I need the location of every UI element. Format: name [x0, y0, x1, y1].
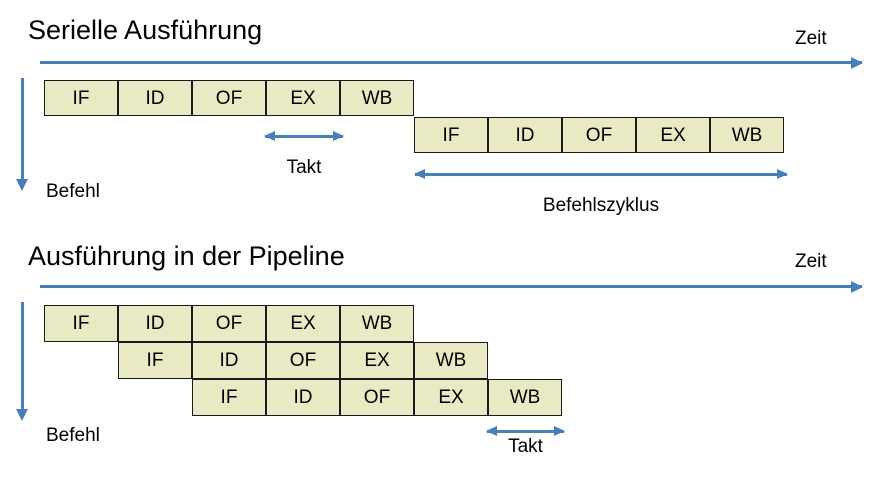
pipeline-stage-box: ID [118, 80, 192, 116]
page-title-serial: Serielle Ausführung [28, 15, 263, 45]
befehlszyklus-measure-label: Befehlszyklus [542, 195, 660, 216]
takt-measure-arrow-serial [264, 131, 344, 141]
takt-measure-arrow-pipeline [486, 426, 565, 436]
pipeline-stage-box: IF [44, 80, 118, 116]
pipeline-stage-box: EX [266, 80, 340, 116]
pipeline-stage-box: OF [266, 342, 340, 379]
pipeline-stage-box: IF [118, 342, 192, 379]
pipeline-stage-box: IF [192, 379, 266, 416]
pipeline-stage-box: ID [118, 305, 192, 342]
pipeline-stage-box: OF [340, 379, 414, 416]
pipeline-stage-box: ID [266, 379, 340, 416]
pipeline-stage-box: IF [414, 117, 488, 153]
pipeline-stage-box: WB [488, 379, 562, 416]
time-axis-label-pipeline: Zeit [795, 251, 827, 272]
pipeline-stage-box: OF [192, 80, 266, 116]
time-axis-label-serial: Zeit [795, 28, 827, 49]
pipeline-stage-box: EX [340, 342, 414, 379]
takt-measure-label-serial: Takt [286, 157, 322, 178]
pipeline-stage-box: IF [44, 305, 118, 342]
pipeline-stage-box: WB [340, 305, 414, 342]
instruction-axis-label-pipeline: Befehl [46, 425, 100, 446]
pipeline-stage-box: WB [340, 80, 414, 116]
pipeline-stage-box: ID [192, 342, 266, 379]
instruction-axis-serial [16, 78, 28, 191]
instruction-axis-label-serial: Befehl [46, 181, 100, 202]
takt-measure-label-pipeline: Takt [508, 436, 543, 457]
pipeline-stage-box: EX [266, 305, 340, 342]
pipeline-stage-box: OF [192, 305, 266, 342]
time-axis-serial [40, 56, 863, 69]
pipeline-stage-box: WB [414, 342, 488, 379]
befehlszyklus-measure-arrow [414, 169, 788, 179]
pipeline-stage-box: WB [710, 117, 784, 153]
instruction-axis-pipeline [16, 302, 28, 421]
page-title-pipeline: Ausführung in der Pipeline [28, 241, 345, 271]
pipeline-stage-box: ID [488, 117, 562, 153]
pipeline-stage-box: EX [636, 117, 710, 153]
time-axis-pipeline [40, 280, 863, 293]
pipeline-stage-box: EX [414, 379, 488, 416]
pipeline-stage-box: OF [562, 117, 636, 153]
